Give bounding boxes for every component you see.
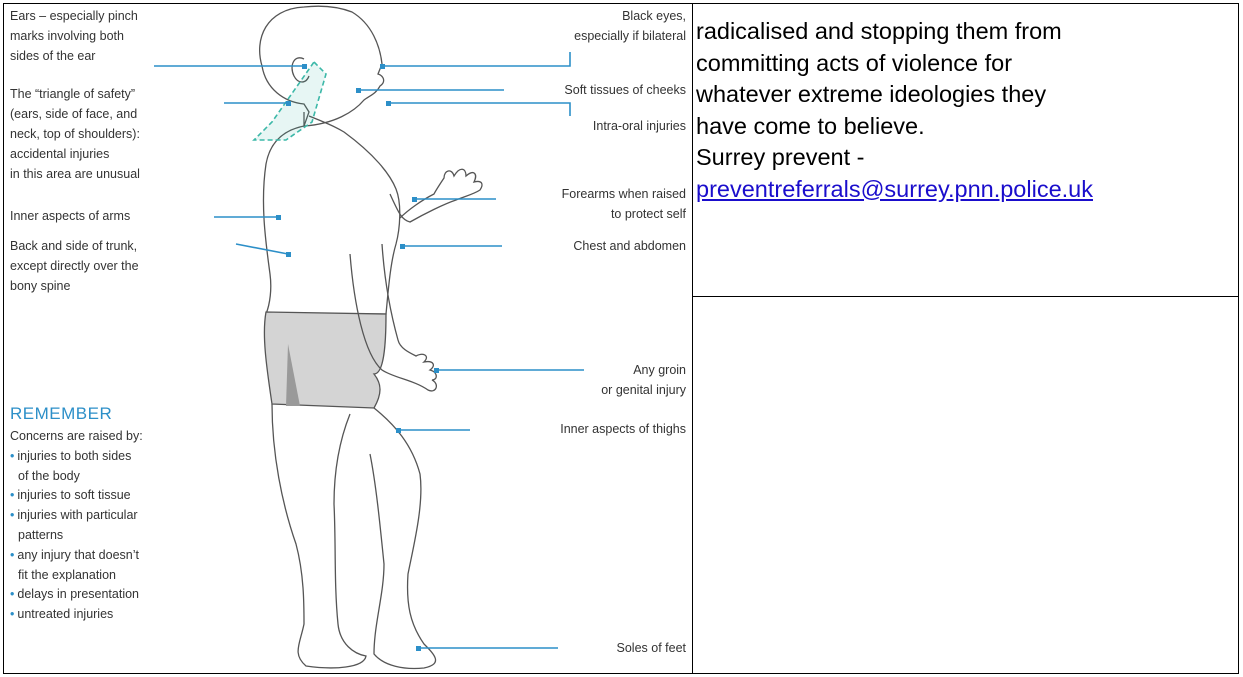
concern-list: Concerns are raised by: •injuries to bot… <box>10 427 143 625</box>
label-soft-tissues: Soft tissues of cheeks <box>564 80 686 100</box>
concern-item-continued: of the body <box>10 467 143 487</box>
prevent-email-link[interactable]: preventreferrals@surrey.pnn.police.uk <box>696 176 1093 202</box>
label-black-eyes: Black eyes, especially if bilateral <box>574 6 686 46</box>
concern-item: •any injury that doesn’t <box>10 546 143 566</box>
concern-item: •injuries to both sides <box>10 447 143 467</box>
label-inner-thighs: Inner aspects of thighs <box>560 419 686 439</box>
torso-outline <box>263 112 399 314</box>
concern-item: •injuries with particular <box>10 506 143 526</box>
concern-item-continued: patterns <box>10 526 143 546</box>
row-divider <box>692 296 1238 297</box>
label-intra-oral: Intra-oral injuries <box>593 116 686 136</box>
shorts-outline <box>264 312 386 408</box>
concern-intro: Concerns are raised by: <box>10 427 143 447</box>
prevent-text-cell: radicalised and stopping them from commi… <box>696 16 1093 205</box>
body-text-line: Surrey prevent - <box>696 142 1093 174</box>
document-table: Ears – especially pinch marks involving … <box>3 3 1239 674</box>
bullet-icon: • <box>10 548 14 562</box>
pointer-black-eyes <box>382 52 570 66</box>
label-ears: Ears – especially pinch marks involving … <box>10 6 138 66</box>
label-chest-abdomen: Chest and abdomen <box>573 236 686 256</box>
concern-item: •delays in presentation <box>10 585 143 605</box>
label-groin: Any groin or genital injury <box>601 360 686 400</box>
bullet-icon: • <box>10 488 14 502</box>
label-triangle-of-safety: The “triangle of safety” (ears, side of … <box>10 84 140 184</box>
bullet-icon: • <box>10 449 14 463</box>
pointer-back <box>236 244 288 254</box>
bullet-icon: • <box>10 607 14 621</box>
label-forearms: Forearms when raised to protect self <box>562 184 686 224</box>
front-leg-outline <box>370 408 436 668</box>
concern-item: •untreated injuries <box>10 605 143 625</box>
back-leg-outline <box>272 404 366 668</box>
body-text-line: have come to believe. <box>696 111 1093 143</box>
bullet-icon: • <box>10 508 14 522</box>
label-soles-of-feet: Soles of feet <box>617 638 687 658</box>
body-text-line: whatever extreme ideologies they <box>696 79 1093 111</box>
bullet-icon: • <box>10 587 14 601</box>
body-map-figure: Ears – especially pinch marks involving … <box>4 4 692 673</box>
column-divider <box>692 4 693 673</box>
raised-arm-outline <box>390 169 482 222</box>
concern-item-continued: fit the explanation <box>10 566 143 586</box>
label-inner-arms: Inner aspects of arms <box>10 206 130 226</box>
body-text-line: radicalised and stopping them from <box>696 16 1093 48</box>
body-text-line: committing acts of violence for <box>696 48 1093 80</box>
pointer-intra-oral <box>388 103 570 116</box>
label-back-trunk: Back and side of trunk, except directly … <box>10 236 139 296</box>
remember-heading: REMEMBER <box>10 404 112 424</box>
concern-item: •injuries to soft tissue <box>10 486 143 506</box>
